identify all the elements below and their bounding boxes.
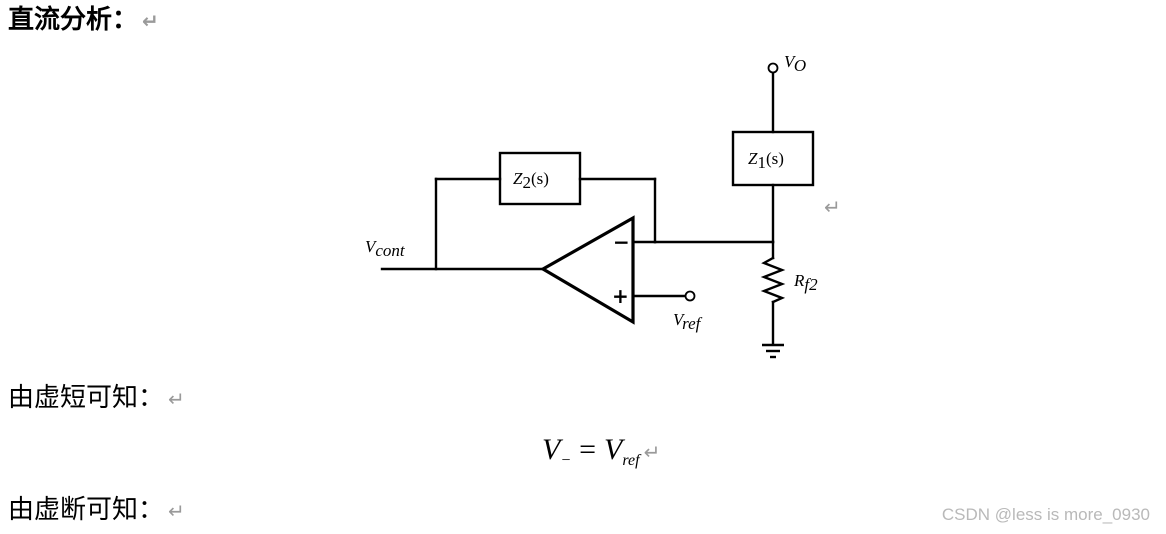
virtual-open-text: 由虚断可知： [8, 495, 165, 525]
formula-lhs: V [542, 433, 561, 466]
vcont-label: Vcont [365, 237, 406, 260]
virtual-open-line: 由虚断可知：↵ [8, 494, 185, 527]
ground-icon [762, 343, 784, 359]
noninverting-sign: + [612, 284, 629, 308]
vo-terminal [767, 62, 779, 74]
rf2-resistor [760, 256, 786, 304]
formula-lhs-sub: − [560, 452, 572, 469]
formula-equals: = [579, 433, 597, 466]
circuit-diagram: VO Z1(s) Z2(s) Vcont Vref Rf2 − + ↵ [365, 52, 841, 359]
section-heading-dc-analysis: 直流分析：↵ [8, 4, 159, 37]
vref-terminal [684, 290, 696, 302]
paragraph-mark-icon: ↵ [168, 499, 185, 523]
z1-label: Z1(s) [748, 149, 784, 172]
inverting-sign: − [613, 230, 630, 254]
formula-rhs-sub: ref [622, 452, 640, 469]
paragraph-mark-icon: ↵ [168, 387, 185, 411]
heading-text: 直流分析： [8, 5, 139, 35]
formula-rhs: V [604, 433, 623, 466]
vo-label: VO [784, 52, 806, 75]
paragraph-mark-icon: ↵ [824, 195, 841, 219]
vref-label: Vref [673, 310, 703, 333]
z2-label: Z2(s) [513, 169, 549, 192]
paragraph-mark-icon: ↵ [643, 440, 661, 464]
virtual-short-line: 由虚短可知：↵ [8, 382, 185, 415]
csdn-watermark: CSDN @less is more_0930 [941, 505, 1150, 524]
paragraph-mark-icon: ↵ [142, 9, 159, 33]
virtual-short-text: 由虚短可知： [8, 383, 165, 413]
rf2-label: Rf2 [793, 271, 818, 294]
op-amp-symbol [539, 215, 635, 325]
equation-virtual-short: V−=Vref↵ [542, 432, 660, 479]
